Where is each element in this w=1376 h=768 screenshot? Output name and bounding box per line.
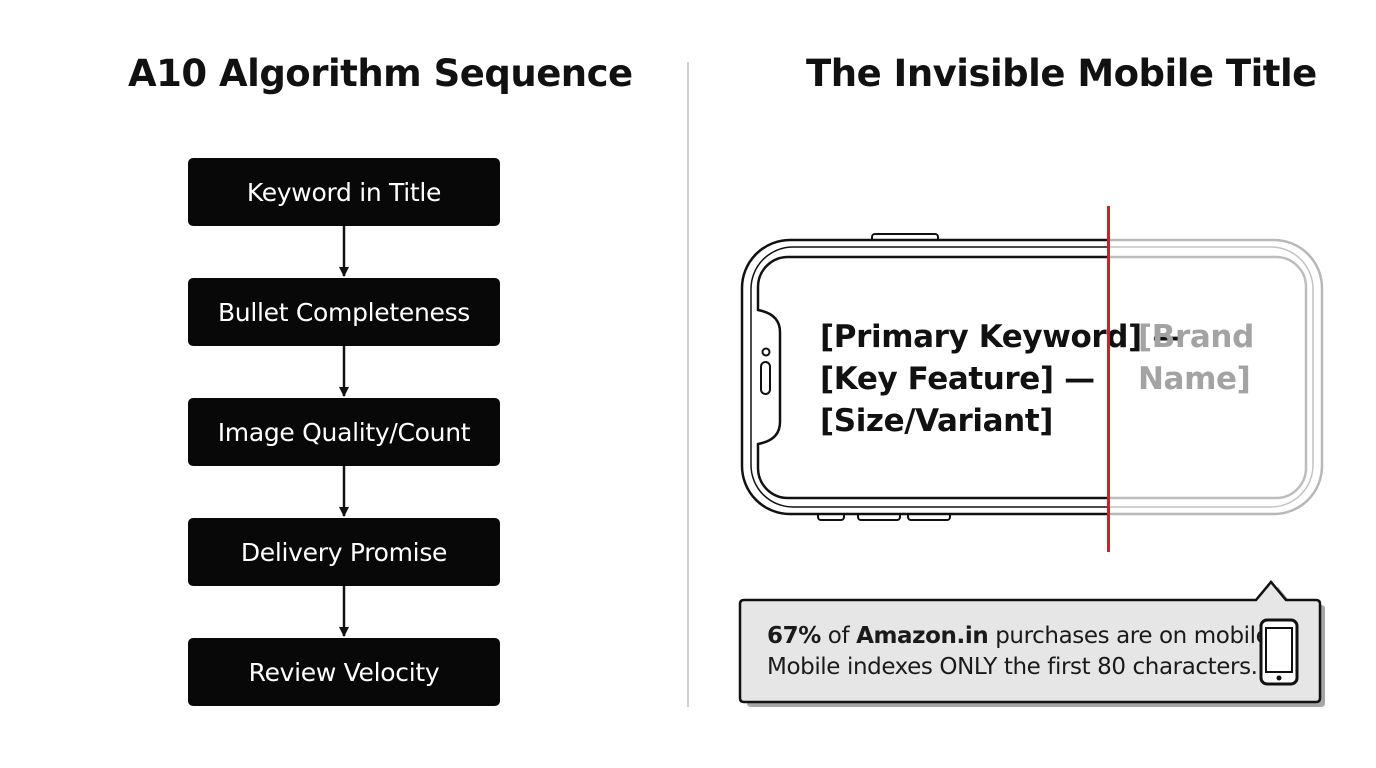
title-line: Name]	[1138, 361, 1251, 397]
panel-divider	[687, 62, 689, 707]
mobile-cutoff-line	[1107, 206, 1110, 552]
truncated-title-text: [Brand Name]	[1138, 316, 1254, 400]
phone-camera	[761, 347, 771, 357]
callout-line-2: Mobile indexes ONLY the first 80 charact…	[767, 654, 1258, 680]
callout-stat: 67%	[767, 623, 821, 649]
callout-box	[738, 580, 1325, 707]
title-line: [Primary Keyword] —	[820, 319, 1183, 355]
title-line: [Brand	[1138, 319, 1254, 355]
phone-body-faded	[1108, 238, 1324, 516]
landscape-phone-illustration	[740, 233, 1324, 521]
flow-step-image-quality: Image Quality/Count	[188, 398, 500, 466]
left-panel-title: A10 Algorithm Sequence	[128, 52, 633, 95]
phone-body-visible	[740, 238, 1108, 516]
right-panel-title: The Invisible Mobile Title	[806, 52, 1317, 95]
title-line: [Key Feature] —	[820, 361, 1095, 397]
flow-step-review-velocity: Review Velocity	[188, 638, 500, 706]
phone-speaker	[760, 361, 771, 395]
flow-arrows	[339, 226, 349, 637]
flow-step-bullet-completeness: Bullet Completeness	[188, 278, 500, 346]
phone-screen	[756, 255, 1108, 500]
callout-brand: Amazon.in	[856, 623, 989, 649]
flow-step-keyword-in-title: Keyword in Title	[188, 158, 500, 226]
mobile-phone-icon	[1259, 618, 1299, 686]
title-line: [Size/Variant]	[820, 403, 1054, 439]
visible-title-text: [Primary Keyword] — [Key Feature] — [Siz…	[820, 316, 1183, 442]
flow-step-delivery-promise: Delivery Promise	[188, 518, 500, 586]
callout-line-1: 67% of Amazon.in purchases are on mobile…	[767, 623, 1277, 649]
